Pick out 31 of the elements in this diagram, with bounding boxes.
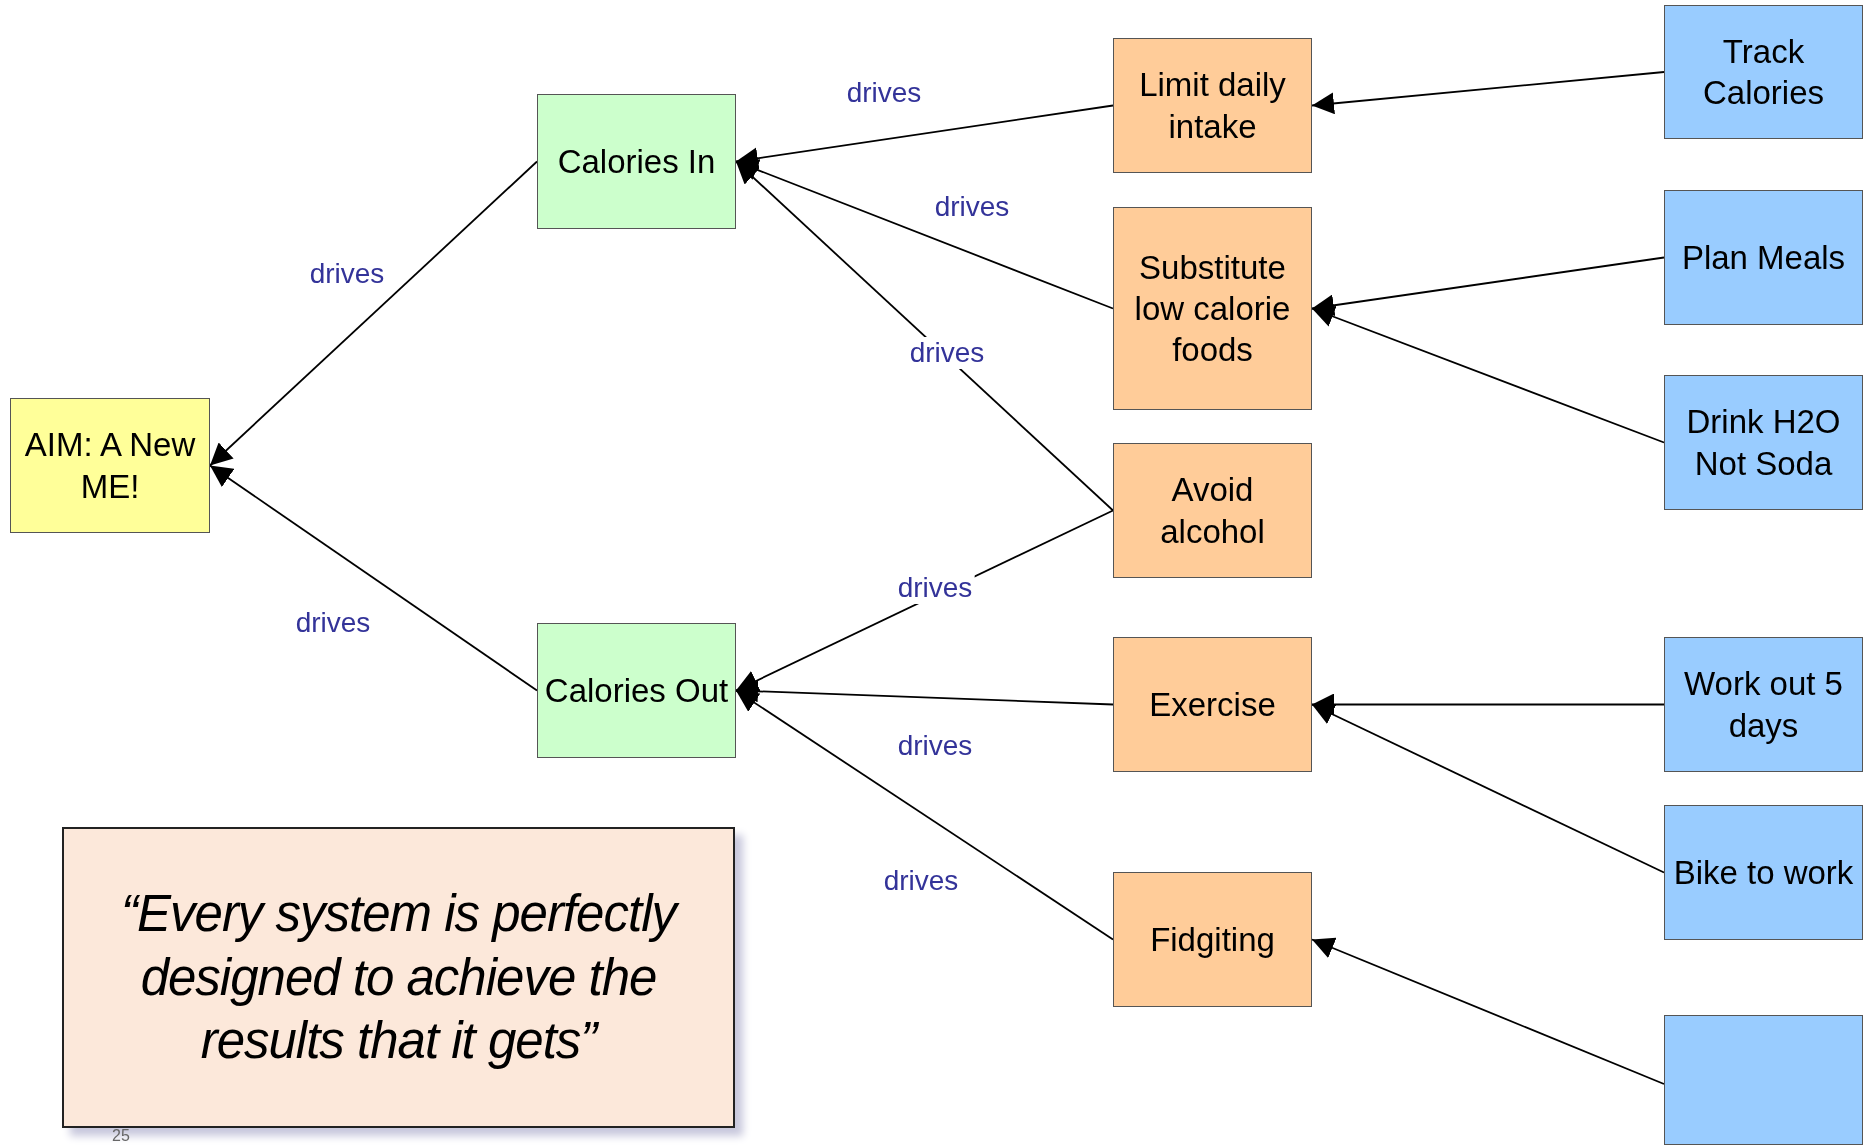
- action-box: Work out 5 days: [1664, 637, 1863, 772]
- action-box: Drink H2O Not Soda: [1664, 375, 1863, 510]
- arrow: [1311, 703, 1665, 874]
- category-box: Calories Out: [537, 623, 736, 758]
- quote-box: “Every system is perfectly designed to achieve the results that it gets”: [62, 827, 735, 1128]
- strategy-box: Avoid alcohol: [1113, 443, 1312, 578]
- arrow: [735, 160, 1114, 512]
- strategy-box: Fidgiting: [1113, 872, 1312, 1007]
- strategy-box: Substitute low calorie foods: [1113, 207, 1312, 410]
- action-box: Plan Meals: [1664, 190, 1863, 325]
- category-box: Calories In: [537, 94, 736, 229]
- aim-box: AIM: A New ME!: [10, 398, 210, 533]
- action-box: [1664, 1015, 1863, 1145]
- action-box: Track Calories: [1664, 5, 1863, 139]
- arrow: [1311, 256, 1665, 317]
- arrow: [209, 464, 538, 692]
- strategy-box: Limit daily intake: [1113, 38, 1312, 173]
- page-number: 25: [112, 1127, 130, 1144]
- arrow: [1311, 71, 1665, 115]
- action-box: Bike to work: [1664, 805, 1863, 940]
- arrow: [209, 160, 538, 467]
- arrow: [735, 104, 1114, 170]
- strategy-box: Exercise: [1113, 637, 1312, 772]
- arrow: [735, 689, 1114, 941]
- arrow: [1311, 306, 1665, 444]
- arrow: [735, 159, 1114, 310]
- arrow: [1311, 937, 1665, 1085]
- arrow: [735, 680, 1114, 706]
- edge-label: drives: [895, 572, 975, 604]
- arrow: [1311, 693, 1665, 716]
- edge-label: drives: [907, 337, 987, 369]
